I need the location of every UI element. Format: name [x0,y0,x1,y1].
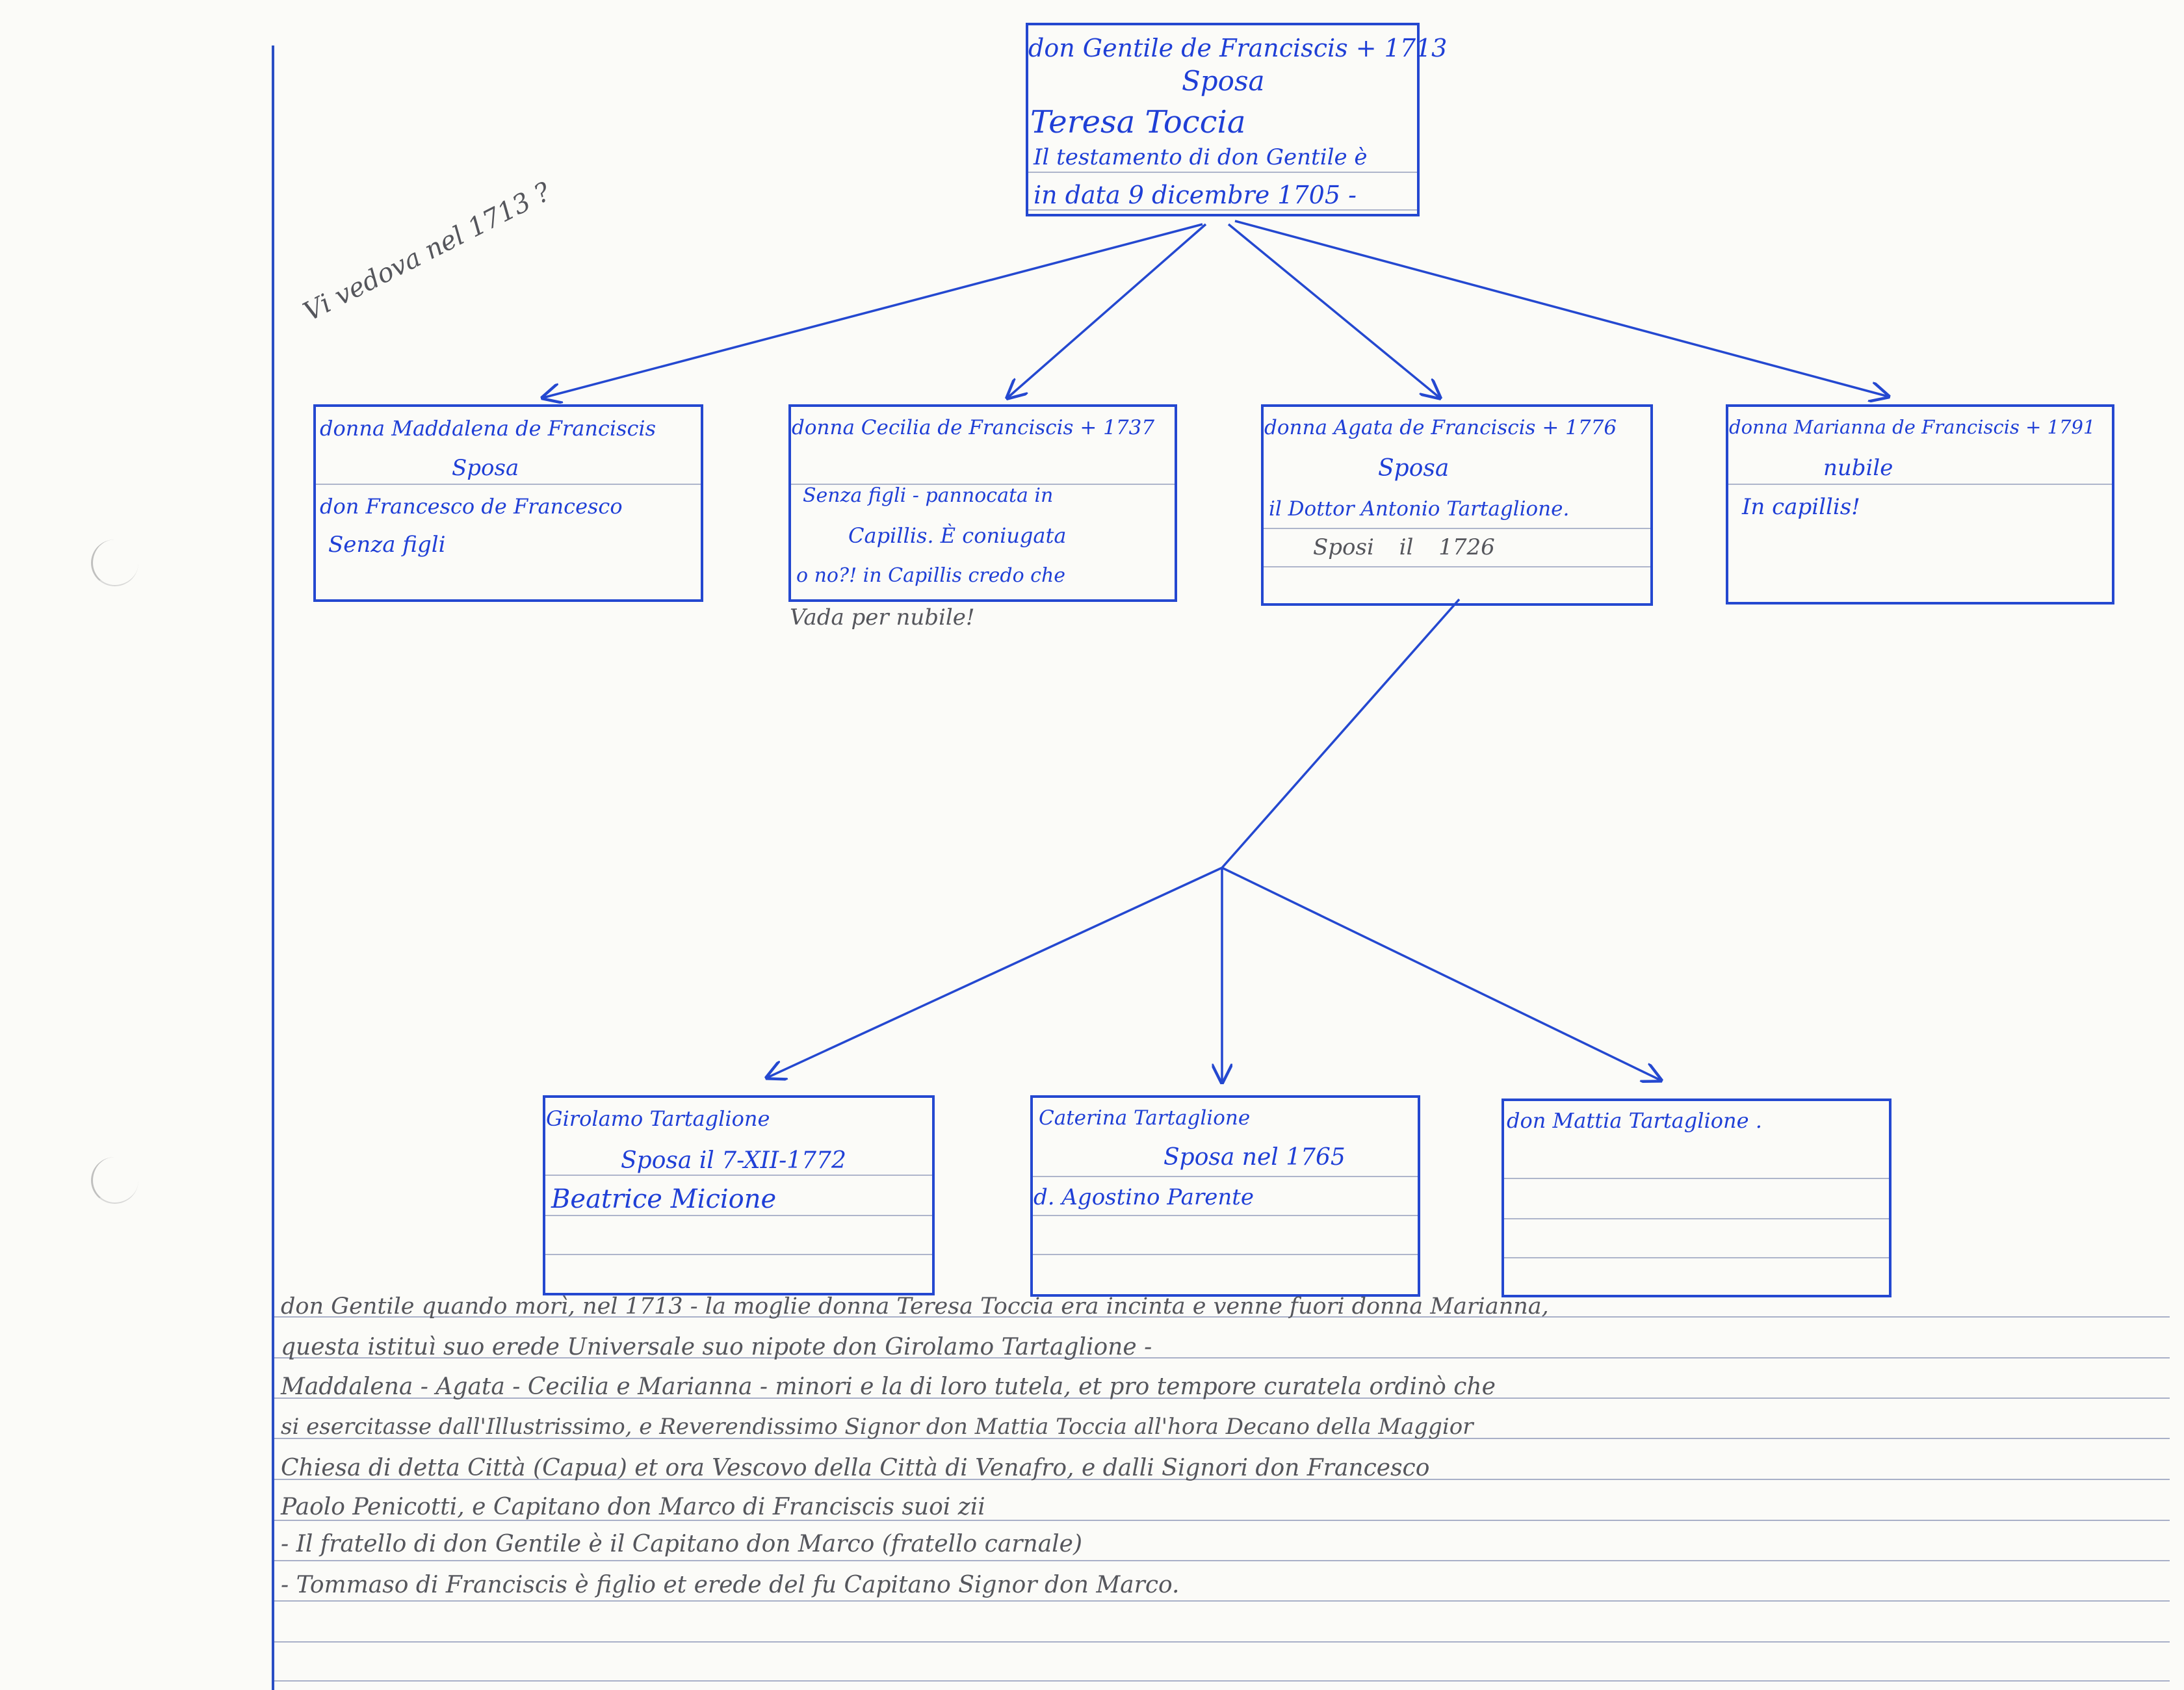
arrow-to-marianna [1234,220,1888,396]
girolamo-spouse-name: Beatrice Micione [551,1184,777,1214]
agata-spouse-name: il Dottor Antonio Tartaglione. [1269,497,1570,521]
agata-name: donna Agata de Franciscis + 1776 [1264,416,1617,439]
box-ruled-line [1028,172,1417,173]
grandchild-box-caterina [1030,1095,1420,1297]
root-spouse-label: Sposa [1182,65,1265,97]
marianna-status: nubile [1823,455,1893,481]
box-ruled-line [1028,209,1417,211]
root-note-line2: in data 9 dicembre 1705 - [1034,181,1357,209]
ruled-line [272,1438,2170,1439]
note-line-8: - Tommaso di Franciscis è figlio et ered… [281,1572,1180,1598]
ruled-line [272,1398,2170,1399]
caterina-spouse-name: d. Agostino Parente [1034,1184,1254,1210]
note-line-7: - Il fratello di don Gentile è il Capita… [281,1531,1083,1557]
box-ruled-line [1264,566,1650,567]
agata-spouse-label: Sposa [1378,455,1450,482]
maddalena-name: donna Maddalena de Franciscis [320,416,656,441]
girolamo-spouse-label: Sposa il 7-XII-1772 [621,1147,846,1174]
maddalena-spouse-name: don Francesco de Francesco [320,494,623,519]
box-ruled-line [1033,1215,1418,1216]
box-ruled-line [1728,484,2112,485]
box-ruled-line [1264,528,1650,529]
ruled-line [272,1600,2170,1602]
box-ruled-line [1033,1254,1418,1255]
child-box-maddalena [313,404,703,602]
ruled-line [272,1641,2170,1643]
cecilia-note-line1: Senza figli - pannocata in [803,484,1054,507]
ruled-line [272,1520,2170,1521]
box-ruled-line [316,484,701,485]
ruled-line [272,1316,2170,1318]
punch-hole [91,540,138,586]
marianna-note: In capillis! [1742,494,1860,520]
ruled-line [272,1479,2170,1480]
mattia-name: don Mattia Tartaglione . [1507,1108,1762,1133]
margin-line [272,46,274,1690]
ruled-line [272,1357,2170,1358]
box-ruled-line [1504,1218,1889,1219]
agata-marriage-year: Sposi il 1726 [1313,534,1495,560]
root-person-box [1026,23,1420,216]
cecilia-name: donna Cecilia de Franciscis + 1737 [792,416,1155,439]
box-ruled-line [1504,1257,1889,1258]
caterina-name: Caterina Tartaglione [1039,1106,1251,1130]
cecilia-note-line3: o no?! in Capillis credo che [796,564,1066,587]
child-box-marianna [1726,404,2114,604]
ruled-line [272,1560,2170,1561]
child-box-agata [1261,404,1653,606]
note-line-5: Chiesa di detta Città (Capua) et ora Ves… [281,1455,1430,1481]
box-ruled-line [1504,1178,1889,1179]
box-ruled-line [545,1254,932,1255]
arrow-to-girolamo [767,866,1223,1078]
box-ruled-line [545,1175,932,1176]
arrow-to-agata [1227,223,1440,398]
box-ruled-line [1033,1176,1418,1177]
box-ruled-line [791,484,1175,485]
arrow-to-cecilia [1008,223,1207,398]
root-spouse-name: Teresa Toccia [1030,104,1246,140]
box-ruled-line [545,1215,932,1216]
arrow-to-maddalena [543,223,1203,398]
maddalena-spouse-label: Sposa [452,455,519,481]
grandchild-box-girolamo [543,1095,935,1295]
root-note-line1: Il testamento di don Gentile è [1034,144,1368,170]
girolamo-name: Girolamo Tartaglione [546,1106,770,1131]
grandchild-box-mattia [1502,1098,1892,1297]
arrow-to-mattia [1221,866,1661,1080]
maddalena-note: Senza figli [328,532,446,558]
marianna-name: donna Marianna de Franciscis + 1791 [1729,416,2096,438]
note-line-2: questa istituì suo erede Universale suo … [281,1334,1152,1360]
root-name: don Gentile de Franciscis + 1713 [1028,34,1448,62]
note-line-1: don Gentile quando morì, nel 1713 - la m… [281,1294,1549,1320]
ruled-line [272,1680,2170,1682]
cecilia-note-line2: Capillis. È coniugata [848,523,1067,548]
cecilia-pencil-note: Vada per nubile! [790,604,975,630]
line-agata-branch [1221,598,1461,869]
punch-hole [91,1157,138,1204]
note-line-3: Maddalena - Agata - Cecilia e Marianna -… [281,1373,1496,1400]
note-line-6: Paolo Penicotti, e Capitano don Marco di… [281,1494,985,1520]
caterina-spouse-label: Sposa nel 1765 [1164,1144,1346,1171]
child-box-cecilia [788,404,1177,602]
note-line-4: si esercitasse dall'Illustrissimo, e Rev… [281,1414,1474,1440]
